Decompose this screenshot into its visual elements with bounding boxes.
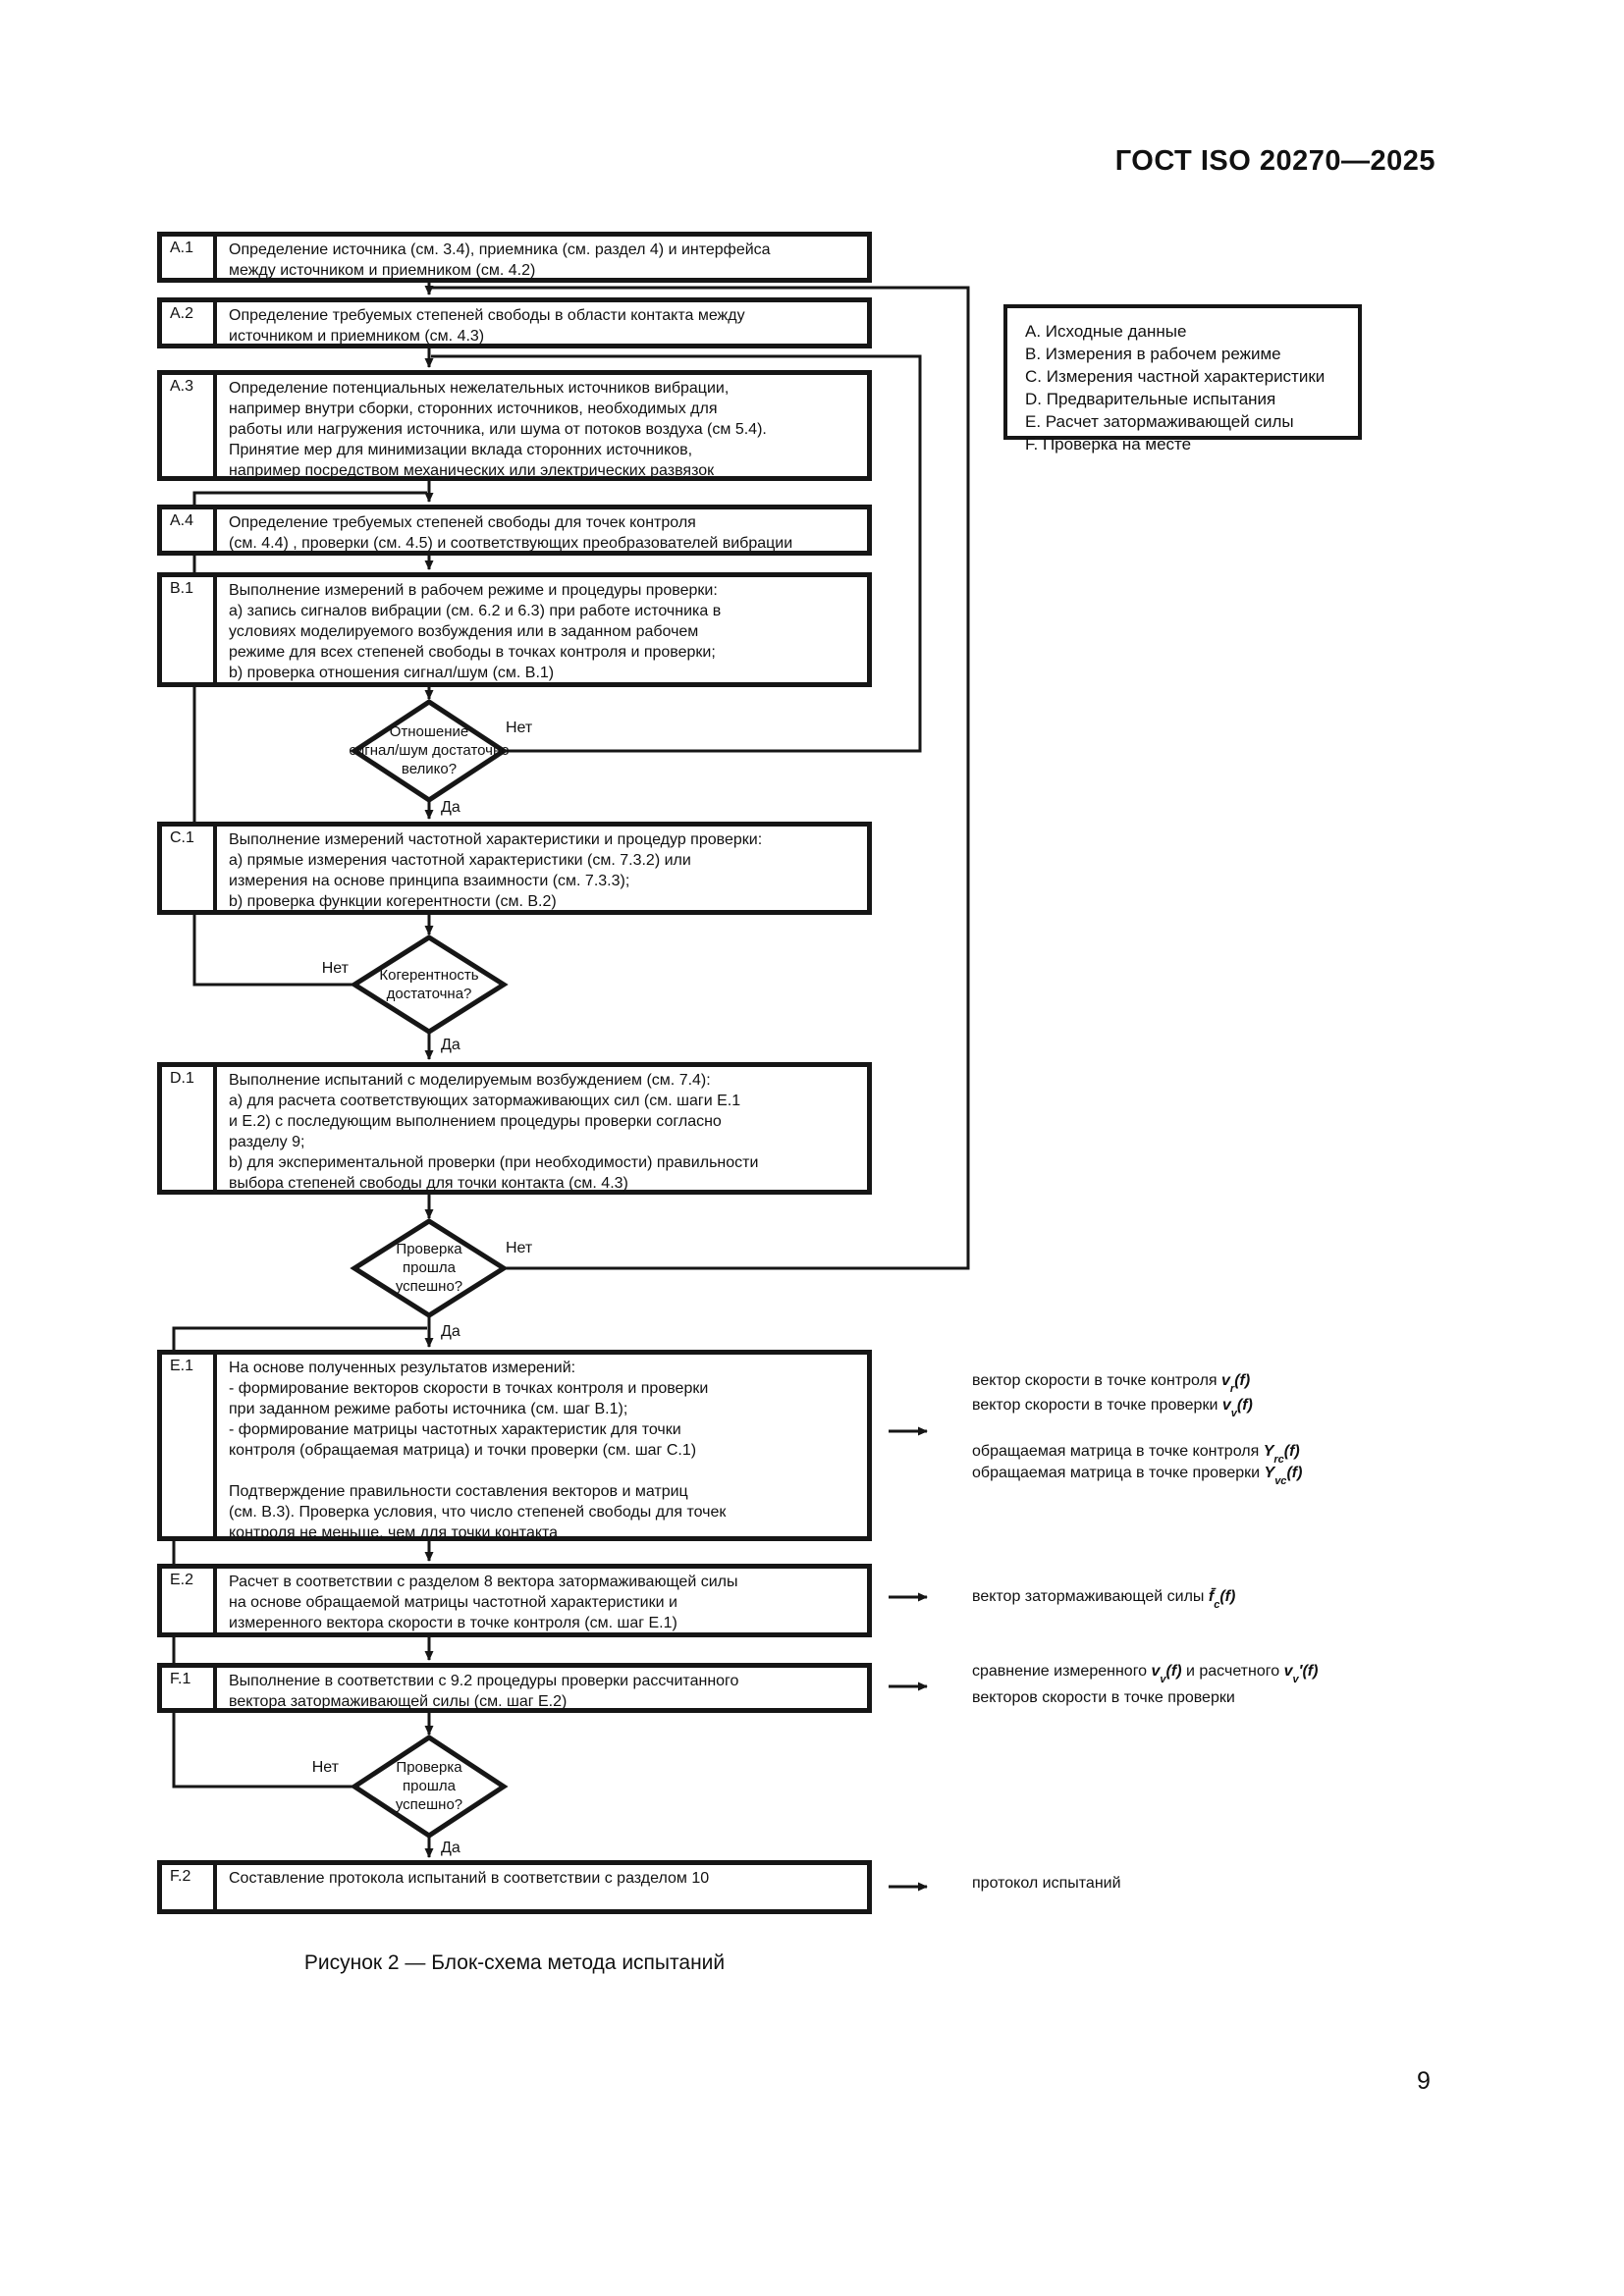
flow-box-c1: C.1 Выполнение измерений частотной харак… <box>157 822 872 915</box>
flow-box-text: Выполнение измерений в рабочем режиме и … <box>229 582 722 681</box>
flow-box-id: F.2 <box>162 1865 217 1909</box>
legend-box: А. Исходные данные В. Измерения в рабоче… <box>1003 304 1362 454</box>
annotation-text: обращаемая матрица в точке контроля <box>972 1443 1264 1460</box>
legend-item: С. Измерения частной характеристики <box>1025 367 1326 386</box>
legend-item: А. Исходные данные <box>1025 322 1187 341</box>
annotation-line: сравнение измеренного vv(f) и расчетного… <box>972 1663 1319 1686</box>
annotation-text: вектор затормаживающей силы <box>972 1588 1209 1605</box>
annotation-test-report: протокол испытаний <box>972 1875 1121 1892</box>
flow-box-id: E.2 <box>162 1569 217 1632</box>
figure-caption: Рисунок 2 — Блок-схема метода испытаний <box>303 1951 726 1974</box>
decision-text-check1: Проверка прошла успешно? <box>395 1241 463 1295</box>
formula: vv′(f) <box>1283 1663 1319 1686</box>
legend-item: Е. Расчет затормаживающей силы <box>1025 412 1294 431</box>
flow-box-f1: F.1 Выполнение в соответствии с 9.2 проц… <box>157 1663 872 1713</box>
flow-box-id: D.1 <box>162 1067 217 1190</box>
flow-box-id: A.4 <box>162 509 217 551</box>
branch-yes-label: Да <box>441 799 460 816</box>
flow-box-id: A.3 <box>162 375 217 476</box>
legend-item: В. Измерения в рабочем режиме <box>1025 345 1281 363</box>
flow-box-text: Составление протокола испытаний в соотве… <box>229 1870 710 1887</box>
formula: Yvc(f) <box>1264 1465 1303 1488</box>
flow-box-text: Определение требуемых степеней свободы д… <box>229 514 793 552</box>
flow-box-text: Расчет в соответствии с разделом 8 векто… <box>229 1574 738 1631</box>
branch-no-label: Нет <box>506 1240 533 1256</box>
annotation-matrix-verify: обращаемая матрица в точке проверки Yvc(… <box>972 1463 1302 1489</box>
branch-yes-label: Да <box>441 1037 460 1053</box>
formula: vv(f) <box>1151 1663 1182 1686</box>
flow-box-id: A.1 <box>162 237 217 278</box>
flow-box-f2: F.2 Составление протокола испытаний в со… <box>157 1860 872 1914</box>
legend-item: D. Предварительные испытания <box>1025 390 1276 408</box>
flow-box-b1: B.1 Выполнение измерений в рабочем режим… <box>157 572 872 687</box>
annotation-text: обращаемая матрица в точке проверки <box>972 1465 1265 1481</box>
page-number: 9 <box>1417 2067 1431 2095</box>
flow-box-text: Выполнение испытаний с моделируемым возб… <box>229 1072 759 1192</box>
flow-box-d1: D.1 Выполнение испытаний с моделируемым … <box>157 1062 872 1195</box>
flow-box-id: A.2 <box>162 302 217 344</box>
annotation-text: вектор скорости в точке контроля <box>972 1372 1222 1389</box>
flow-box-a3: A.3 Определение потенциальных нежелатель… <box>157 370 872 481</box>
flow-box-text: Определение потенциальных нежелательных … <box>229 380 767 479</box>
flow-box-a4: A.4 Определение требуемых степеней свобо… <box>157 505 872 556</box>
annotation-blocking-force: вектор затормаживающей силы f̄c(f) <box>972 1586 1235 1613</box>
flow-box-e1: E.1 На основе полученных результатов изм… <box>157 1350 872 1541</box>
flow-box-e2: E.2 Расчет в соответствии с разделом 8 в… <box>157 1564 872 1637</box>
formula: vr(f) <box>1221 1372 1251 1396</box>
flow-box-text: На основе полученных результатов измерен… <box>229 1360 727 1541</box>
flow-box-a1: A.1 Определение источника (см. 3.4), при… <box>157 232 872 283</box>
annotation-velocity-comparison: сравнение измеренного vv(f) и расчетного… <box>972 1661 1318 1708</box>
formula: Yrc(f) <box>1263 1443 1300 1467</box>
branch-yes-label: Да <box>441 1840 460 1856</box>
flow-box-id: E.1 <box>162 1355 217 1536</box>
flow-box-id: B.1 <box>162 577 217 682</box>
annotation-text: вектор скорости в точке проверки <box>972 1397 1222 1414</box>
branch-no-label: Нет <box>506 720 533 736</box>
flow-box-a2: A.2 Определение требуемых степеней свобо… <box>157 297 872 348</box>
flow-box-text: Выполнение измерений частотной характери… <box>229 831 763 910</box>
decision-text-snr: Отношение сигнал/шум достаточно велико? <box>349 723 510 777</box>
flow-box-id: F.1 <box>162 1668 217 1708</box>
branch-yes-label: Да <box>441 1323 460 1340</box>
flow-box-text: Выполнение в соответствии с 9.2 процедур… <box>229 1673 739 1710</box>
formula: f̄c(f) <box>1208 1588 1236 1612</box>
branch-no-label: Нет <box>311 1759 339 1776</box>
annotation-line: векторов скорости в точке проверки <box>972 1689 1235 1707</box>
decision-text-coherence: Когерентность достаточна? <box>379 967 479 1002</box>
legend-item: F. Проверка на месте <box>1025 435 1192 454</box>
flow-box-text: Определение требуемых степеней свободы в… <box>229 307 745 345</box>
branch-no-label: Нет <box>321 960 349 977</box>
flow-box-text: Определение источника (см. 3.4), приемни… <box>229 241 771 279</box>
annotation-matrix-control: обращаемая матрица в точке контроля Yrc(… <box>972 1441 1300 1468</box>
decision-text-check2: Проверка прошла успешно? <box>395 1759 463 1813</box>
annotation-velocity-verify: вектор скорости в точке проверки vv(f) <box>972 1395 1253 1421</box>
annotation-velocity-control: вектор скорости в точке контроля vr(f) <box>972 1370 1250 1397</box>
document-title: ГОСТ ISO 20270—2025 <box>1114 145 1435 177</box>
flow-box-id: C.1 <box>162 827 217 910</box>
formula: vv(f) <box>1221 1397 1253 1420</box>
